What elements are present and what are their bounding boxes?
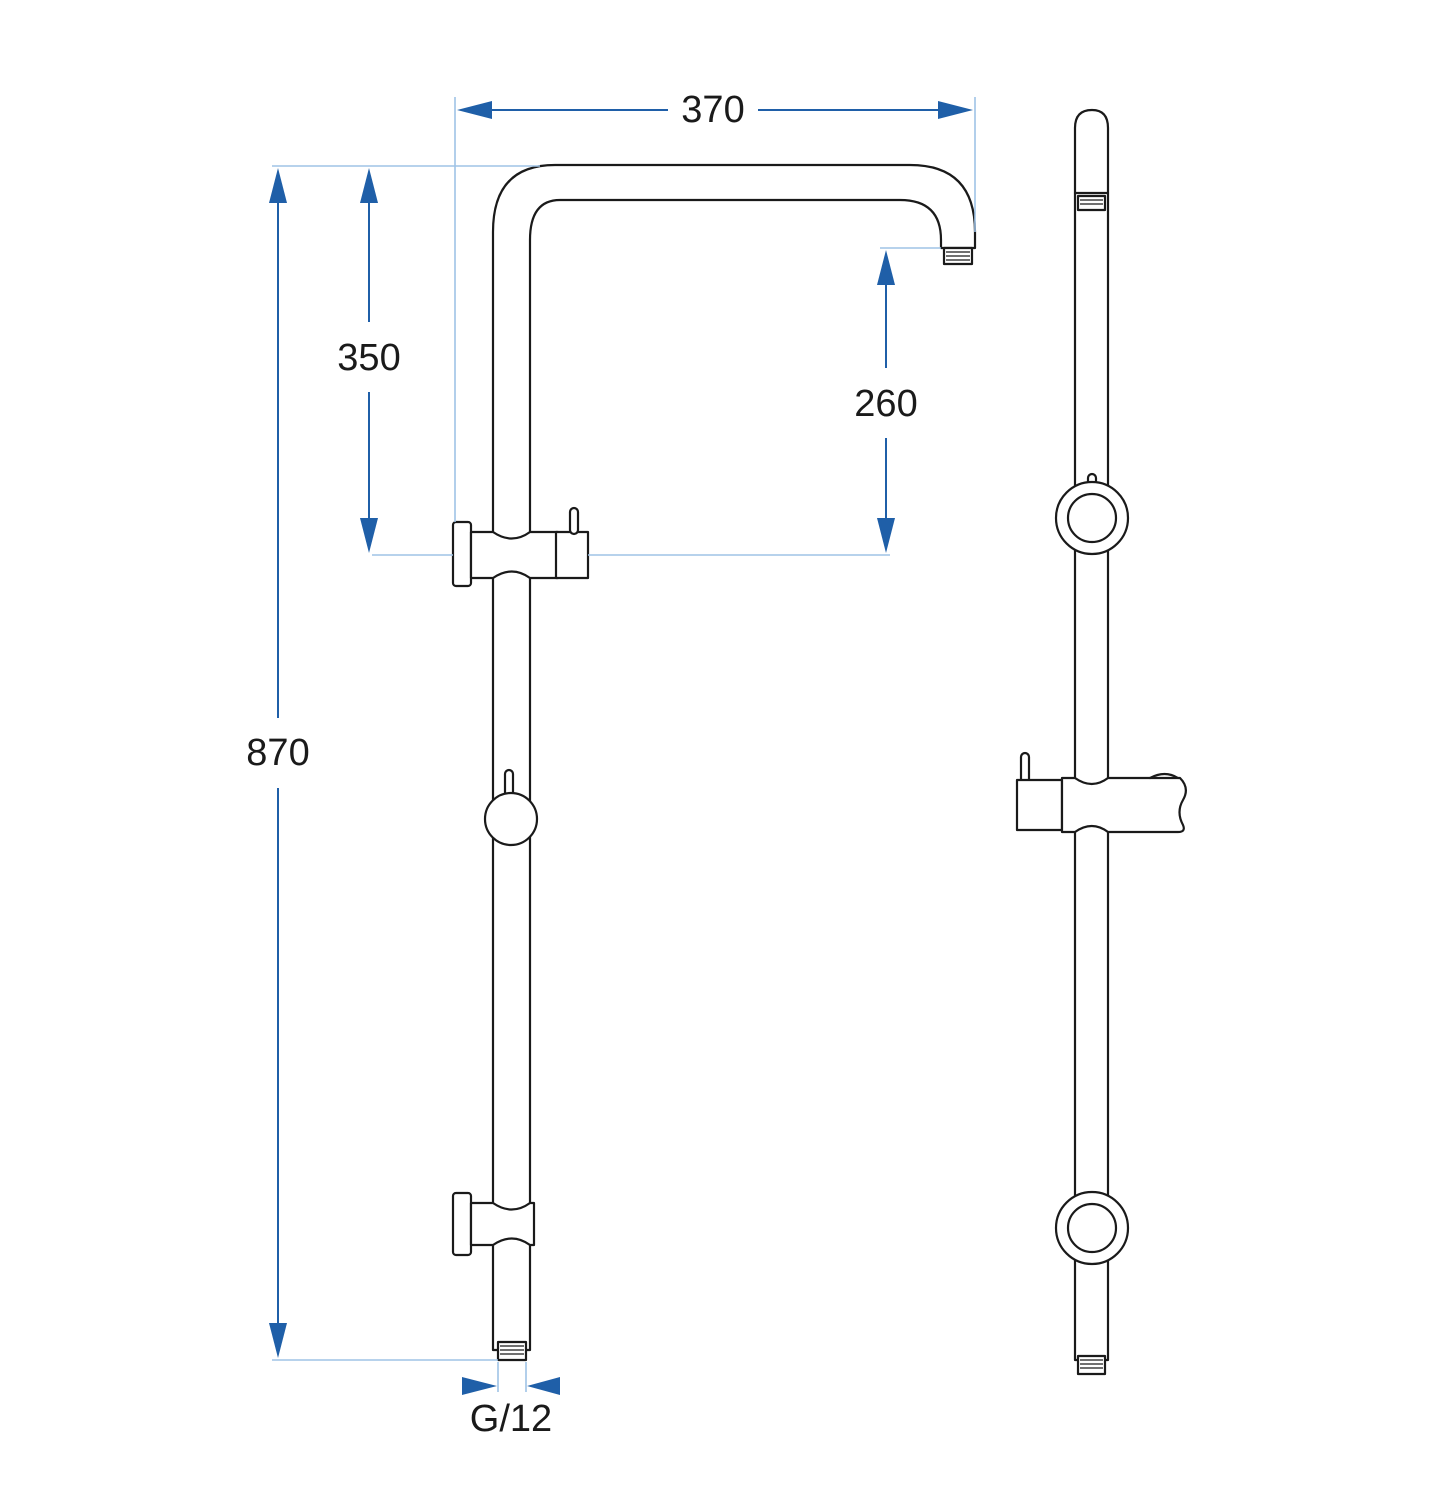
front-riser-and-arm <box>491 163 977 1352</box>
side-inlet-thread <box>1076 1354 1107 1376</box>
dimension-arm-drop: 350 <box>337 168 401 553</box>
side-riser-pipe <box>1073 108 1110 1362</box>
dimension-head-clearance: 260 <box>854 250 918 553</box>
side-view <box>1015 108 1187 1376</box>
dimension-thread: G/12 <box>462 1377 560 1440</box>
head-thread-connector <box>942 246 974 266</box>
dimension-arm-drop-label: 350 <box>337 337 400 379</box>
middle-slider-knob <box>483 768 539 847</box>
dimension-width-label: 370 <box>681 89 744 131</box>
side-slider-holder <box>1015 751 1187 834</box>
dimension-total-height-label: 870 <box>246 732 309 774</box>
side-upper-bracket <box>1054 472 1130 556</box>
inlet-thread-connector <box>496 1340 528 1362</box>
front-view <box>451 163 977 1362</box>
side-lower-bracket <box>1054 1190 1130 1266</box>
dimension-total-height: 870 <box>246 168 310 1358</box>
extension-lines <box>272 97 976 1392</box>
dimension-head-clearance-label: 260 <box>854 383 917 425</box>
dimension-thread-label: G/12 <box>470 1398 552 1440</box>
upper-diverter-bracket <box>451 506 590 588</box>
dimension-width: 370 <box>457 89 973 131</box>
lower-wall-bracket <box>451 1191 536 1257</box>
side-arm-joint <box>1073 191 1110 212</box>
